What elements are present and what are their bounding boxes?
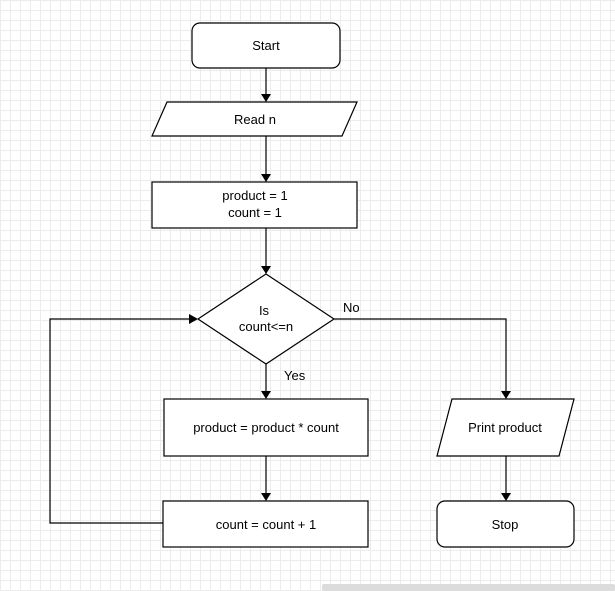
node-multiply[interactable]: product = product * count: [163, 398, 369, 457]
node-increment-label: count = count + 1: [216, 517, 316, 532]
arrowhead: [261, 94, 271, 102]
horizontal-scrollbar[interactable]: [322, 584, 615, 591]
arrowhead: [189, 314, 198, 324]
arrowhead: [261, 174, 271, 182]
process-shape: [151, 181, 358, 229]
node-start[interactable]: Start: [191, 22, 341, 69]
terminator-shape: [191, 22, 341, 69]
node-stop-label: Stop: [492, 517, 519, 532]
input-output-shape: [151, 101, 358, 137]
arrowhead: [501, 493, 511, 501]
edge-decision-to-print: [334, 318, 507, 392]
node-stop[interactable]: Stop: [436, 500, 575, 548]
input-output-shape: [436, 398, 575, 457]
edges: [49, 68, 511, 524]
edge-label-no: No: [343, 300, 360, 315]
node-increment[interactable]: count = count + 1: [162, 500, 369, 548]
node-init-line1: product = 1: [222, 188, 287, 203]
arrowhead: [261, 493, 271, 501]
arrowhead: [501, 391, 511, 399]
decision-shape: [196, 273, 336, 365]
node-read-n-label: Read n: [234, 112, 276, 127]
node-read-n[interactable]: Read n: [151, 101, 358, 137]
edge-loop-back: [49, 318, 190, 524]
arrowhead: [261, 266, 271, 274]
node-start-label: Start: [252, 38, 280, 53]
node-decision-line2: count<=n: [239, 319, 293, 334]
node-decision[interactable]: Is count<=n: [196, 273, 336, 365]
process-shape: [162, 500, 369, 548]
node-init-line2: count = 1: [228, 205, 282, 220]
node-print-product-label: Print product: [468, 420, 542, 435]
terminator-shape: [436, 500, 575, 548]
edge-label-yes: Yes: [284, 368, 306, 383]
process-shape: [163, 398, 369, 457]
node-print-product[interactable]: Print product: [436, 398, 575, 457]
node-multiply-label: product = product * count: [193, 420, 339, 435]
node-init[interactable]: product = 1 count = 1: [151, 181, 358, 229]
node-decision-line1: Is: [259, 303, 270, 318]
arrowhead: [261, 391, 271, 399]
